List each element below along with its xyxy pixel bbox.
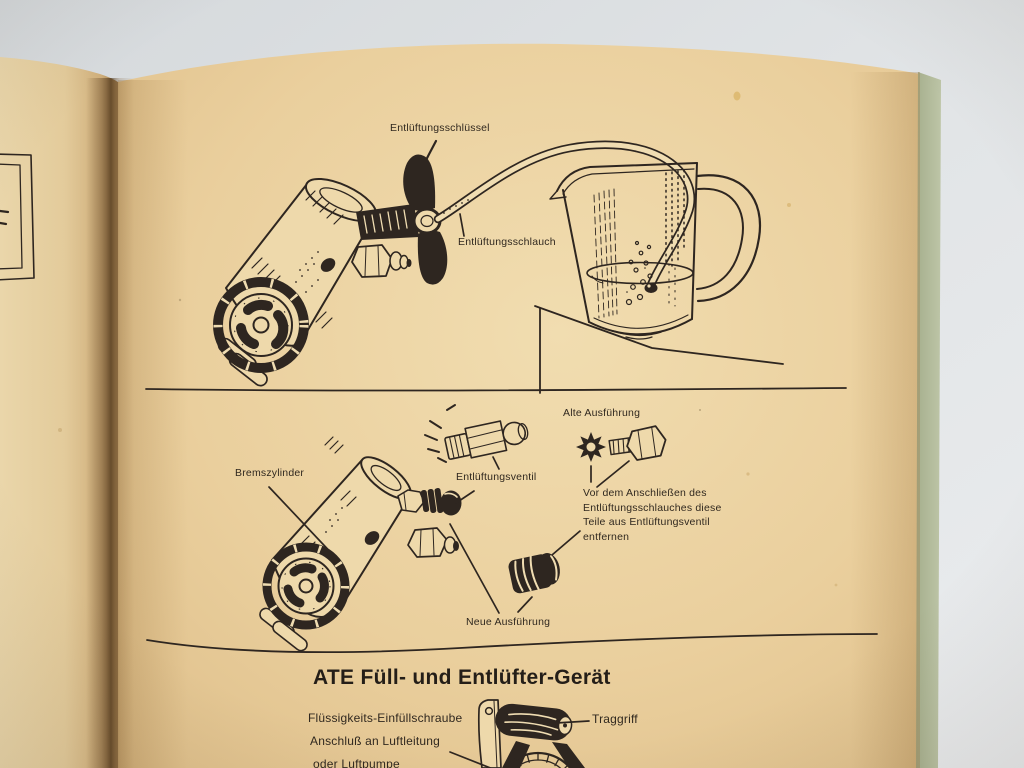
book-photo: Entlüftungsschlüssel Entlüftungsschlauch… — [0, 0, 1024, 768]
book-page-artwork — [0, 0, 1024, 768]
photo-vignette — [0, 0, 1024, 768]
